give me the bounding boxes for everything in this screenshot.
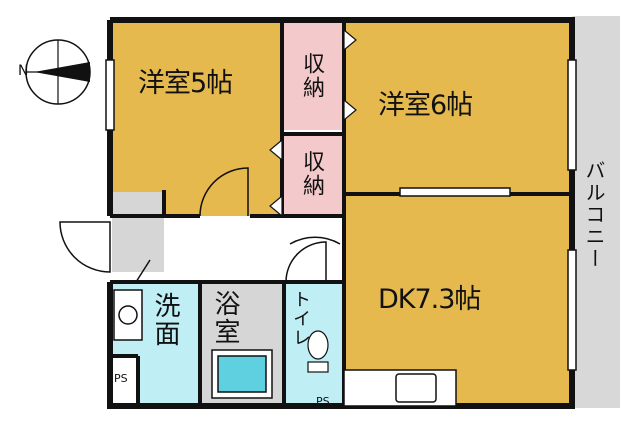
inner-walls bbox=[110, 20, 572, 406]
kitchen-counter bbox=[343, 369, 457, 407]
compass-icon bbox=[25, 39, 91, 105]
washroom-label: 洗面 bbox=[150, 292, 180, 348]
western-room-6-fill bbox=[344, 20, 572, 192]
doors bbox=[59, 167, 341, 283]
ps-label-right: PS bbox=[316, 395, 330, 408]
storage-2-fill bbox=[284, 136, 344, 216]
room-label-western-6: 洋室6帖 bbox=[378, 90, 473, 121]
bathroom-label: 浴室 bbox=[210, 290, 240, 346]
ps-left-fill bbox=[110, 358, 136, 406]
room-label-western-5: 洋室5帖 bbox=[138, 68, 233, 99]
storage-label-2: 収納 bbox=[299, 150, 324, 198]
compass-north-label: N bbox=[18, 63, 29, 79]
storage-door-markers bbox=[269, 28, 357, 218]
bathtub bbox=[211, 349, 273, 399]
balcony-fill bbox=[572, 16, 620, 408]
room-label-dk: DK7.3帖 bbox=[378, 284, 481, 315]
toilet-label: トイレ bbox=[290, 290, 311, 347]
wash-basin bbox=[113, 289, 143, 341]
ps-label-left: PS bbox=[114, 372, 128, 385]
storage-label-1: 収納 bbox=[299, 52, 324, 100]
western-room-5-fill bbox=[110, 20, 280, 216]
toilet-fixture bbox=[307, 330, 329, 373]
storage-1-fill bbox=[284, 20, 344, 130]
balcony-label: バルコニー bbox=[582, 160, 606, 270]
closet-gray bbox=[112, 192, 164, 272]
windows bbox=[105, 59, 577, 371]
